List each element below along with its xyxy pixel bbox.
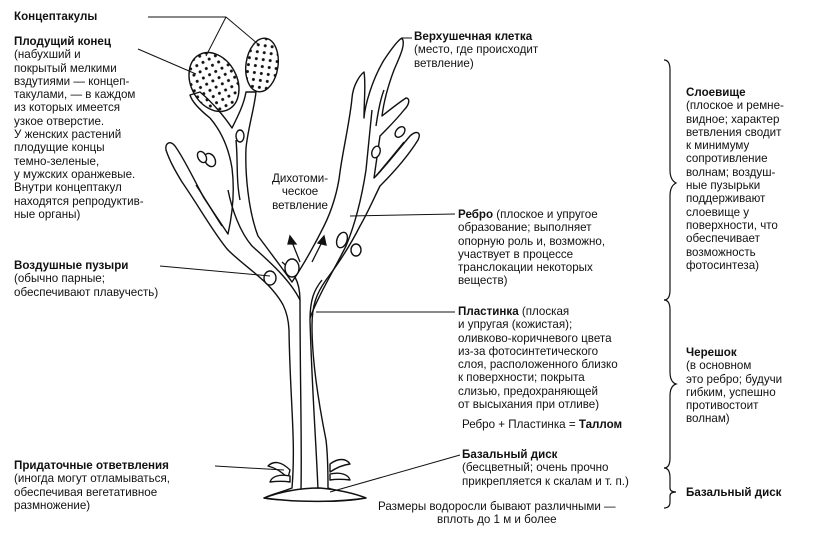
label-basal-disc-right: Базальный диск	[686, 486, 781, 499]
midrib-line: веществ)	[458, 274, 508, 288]
fruiting-end-line: находятся репродуктив-	[14, 194, 144, 208]
conceptacle-receptacles	[188, 37, 279, 113]
label-air-bladders: Воздушные пузыри (обычно парные; обеспеч…	[14, 259, 158, 299]
frond-line: поддерживают	[686, 192, 766, 206]
seaweed-thallus	[165, 37, 420, 503]
fruiting-end-line: (набухший и	[14, 48, 81, 62]
frond-title: Слоевище	[686, 86, 746, 99]
stipe-line: гибким, успешно	[686, 385, 776, 399]
thallus-formula-result: Таллом	[578, 418, 623, 431]
stipe-line: (в основном	[686, 359, 752, 373]
label-dichotomous-branching: Дихотоми- ческое ветвление	[272, 172, 328, 212]
dichotomous-line: Дихотоми-	[272, 172, 329, 185]
midrib-line: опорную роль и, возможно,	[458, 234, 606, 248]
fruiting-end-line: плодущие концы	[14, 141, 105, 155]
thallus-formula-prefix: Ребро + Пластинка =	[462, 418, 579, 431]
fruiting-end-line: из которых имеется	[14, 101, 121, 115]
fruiting-end-line: вздутиями — концеп-	[14, 74, 130, 88]
air-bladders-line: (обычно парные;	[14, 272, 105, 286]
lamina-line: и упругая (кожистая);	[458, 318, 573, 332]
stipe-line: противостоит	[686, 399, 759, 413]
adventitious-line: обеспечивая вегетативное	[14, 485, 158, 499]
frond-line: слоевище у	[686, 205, 750, 219]
lamina-line: слоя, расположенного близко	[458, 358, 618, 372]
lamina-line: оливково-коричневого цвета	[458, 331, 612, 345]
label-lamina: Пластинка (плоская и упругая (кожистая);…	[458, 305, 618, 411]
frond-line: к минимуму	[686, 139, 750, 153]
dichotomous-line: ческое	[281, 185, 319, 199]
right-braces	[663, 59, 678, 509]
lamina-title: Пластинка	[458, 305, 519, 318]
air-bladders	[196, 126, 406, 286]
frond-line: фотосинтеза)	[686, 258, 760, 272]
label-adventitious-branches: Придаточные ответвления (иногда могут от…	[14, 459, 170, 512]
stipe-title: Черешок	[686, 346, 737, 359]
lamina-title-rest: (плоская	[518, 305, 570, 318]
fruiting-end-line: Внутри концептакул	[14, 181, 122, 195]
midrib-line: участвует в процессе	[458, 247, 574, 261]
label-midrib: Ребро (плоское и упругое образование; вы…	[458, 208, 605, 288]
label-frond: Слоевище (плоское и ремне- видное; харак…	[686, 86, 784, 272]
lamina-line: слизью, предохраняющей	[458, 384, 598, 398]
basal-disc-line: прикрепляется к скалам и т. п.)	[462, 474, 629, 488]
apical-cell-line: ветвление)	[414, 56, 474, 70]
adventitious-title: Придаточные ответвления	[14, 459, 169, 472]
midrib-line: транслокации некоторых	[458, 261, 593, 275]
label-stipe: Черешок (в основном это ребро; будучи ги…	[686, 346, 782, 426]
stipe-line: волнам)	[686, 412, 730, 426]
adventitious-line: (иногда могут отламываться,	[14, 472, 170, 486]
apical-cell-line: (место, где происходит	[414, 43, 539, 57]
midrib-title-rest: (плоское и упругое	[493, 208, 598, 221]
dichotomous-line: ветвление	[272, 198, 328, 212]
fruiting-end-line: покрытый мелкими	[14, 61, 117, 75]
lamina-line: от высыхания при отливе)	[458, 398, 600, 412]
frond-line: обеспечивает	[686, 232, 760, 246]
adventitious-line: размножение)	[14, 498, 91, 512]
size-note-line: Размеры водоросли бывают различными —	[378, 500, 616, 513]
frond-line: поверхности, что	[686, 218, 778, 232]
label-fruiting-end: Плодущий конец (набухший и покрытый мелк…	[14, 35, 144, 221]
frond-line: ветвления сводит	[686, 125, 782, 139]
lamina-line: из-за фотосинтетического	[458, 344, 599, 358]
basal-disc-right-title: Базальный диск	[686, 486, 782, 499]
conceptacles-title: Концептакулы	[14, 10, 98, 23]
fruiting-end-line: у мужских оранжевые.	[14, 167, 136, 181]
fruiting-end-title: Плодущий конец	[14, 35, 111, 48]
fruiting-end-line: такулами, — в каждом	[14, 88, 136, 102]
label-apical-cell: Верхушечная клетка (место, где происходи…	[414, 30, 538, 70]
air-bladders-line: обеспечивают плавучесть)	[14, 285, 159, 299]
lamina-line: к поверхности; покрыта	[458, 371, 585, 385]
label-thallus-formula: Ребро + Пластинка = Таллом	[462, 418, 622, 431]
dichotomy-arrows	[287, 234, 327, 263]
frond-line: видное; характер	[686, 112, 780, 126]
stipe-line: это ребро; будучи	[686, 372, 783, 386]
apical-cell-title: Верхушечная клетка	[414, 30, 533, 43]
frond-line: сопротивление	[686, 152, 768, 166]
midrib-title: Ребро	[458, 208, 494, 221]
leader-lines	[137, 16, 461, 493]
midrib-line: образование; выполняет	[458, 221, 592, 235]
label-conceptacles: Концептакулы	[14, 10, 97, 23]
frond-line: (плоское и ремне-	[686, 99, 784, 113]
fruiting-end-line: У женских растений	[14, 128, 122, 142]
fruiting-end-line: ные органы)	[14, 207, 81, 221]
fruiting-end-line: темно-зеленые,	[14, 154, 100, 168]
frond-line: ные пузырьки	[686, 179, 761, 193]
label-basal-disc: Базальный диск (бесцветный; очень прочно…	[462, 448, 629, 488]
basal-disc-line: (бесцветный; очень прочно	[462, 461, 609, 475]
air-bladders-title: Воздушные пузыри	[14, 259, 129, 272]
frond-line: возможность	[686, 245, 756, 259]
size-note-line: вплоть до 1 м и более	[437, 513, 557, 527]
frond-line: волнам; воздуш-	[686, 165, 776, 179]
fruiting-end-line: узкое отверстие.	[14, 114, 105, 128]
label-size-note: Размеры водоросли бывают различными — вп…	[378, 500, 616, 527]
basal-disc-title: Базальный диск	[462, 448, 558, 461]
